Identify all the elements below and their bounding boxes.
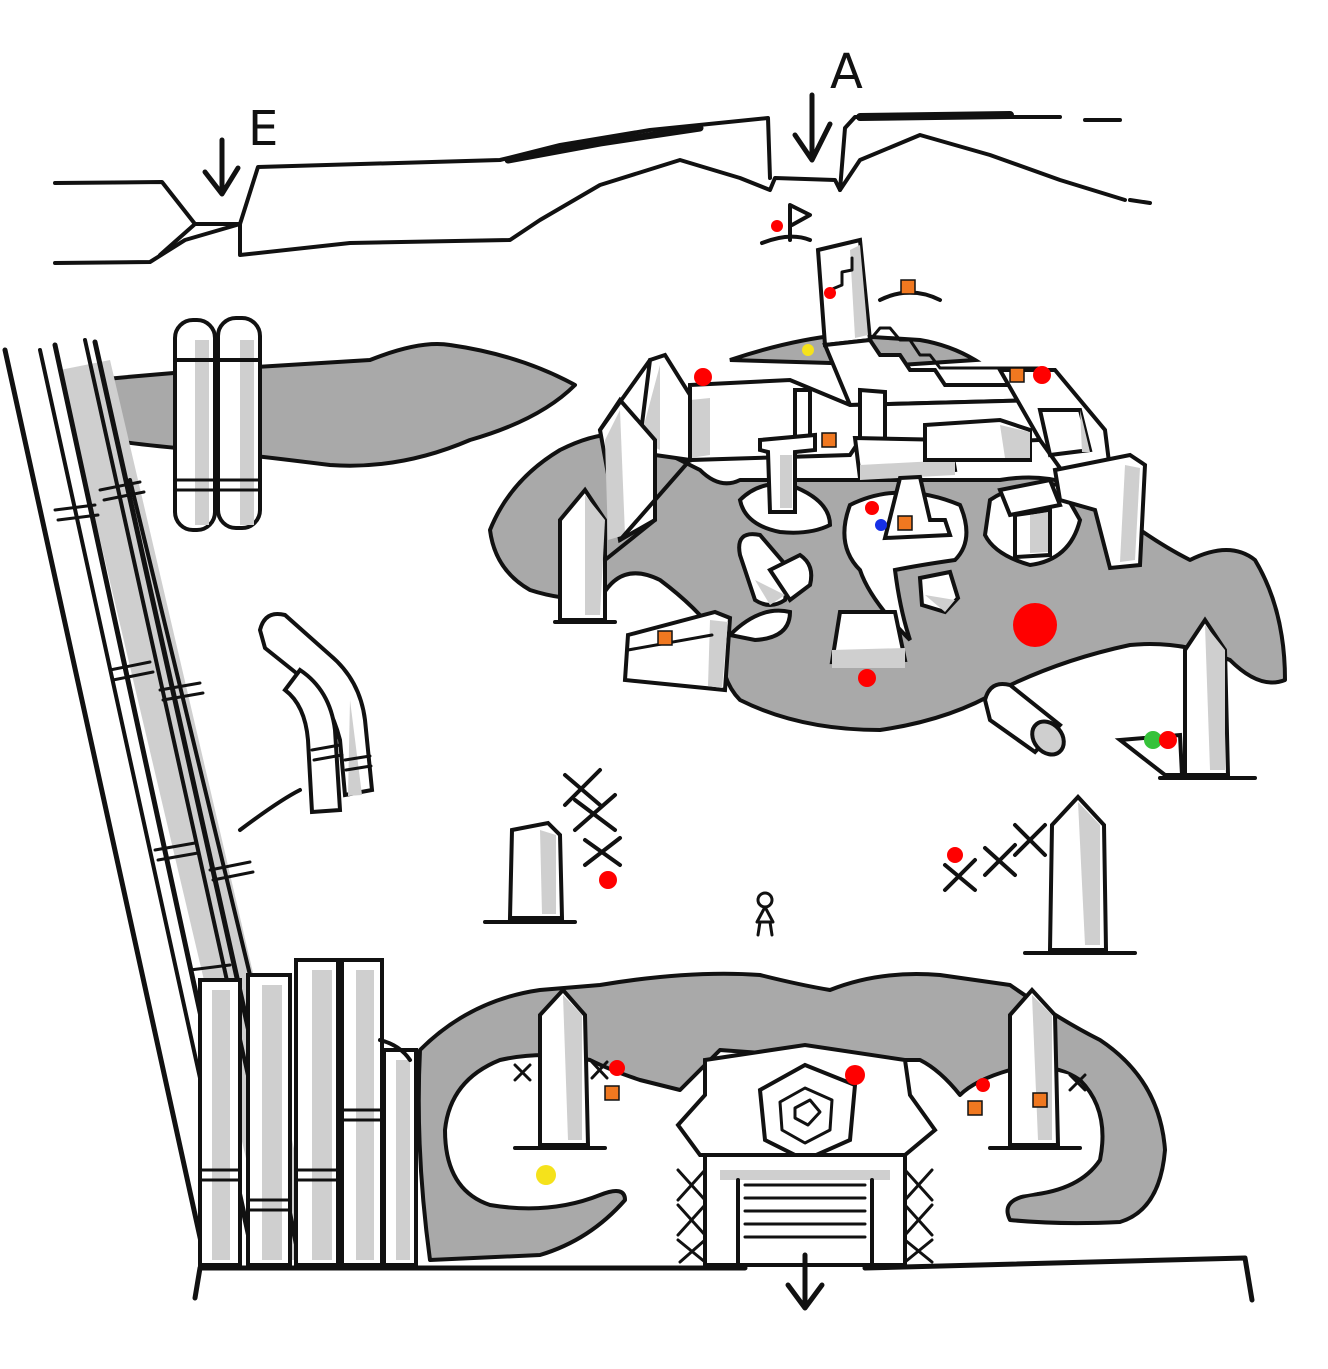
orb-icon[interactable]	[1033, 366, 1051, 384]
orb-icon[interactable]	[947, 847, 963, 863]
vertical-pipes	[198, 958, 418, 1267]
twin-pipes	[173, 316, 262, 532]
cross-barrier-icon	[563, 768, 1047, 892]
entrance-e-label: E	[248, 101, 278, 157]
orb-icon[interactable]	[845, 1065, 865, 1085]
orb-icon[interactable]	[609, 1060, 625, 1076]
left-pipes	[2, 316, 418, 1268]
markers	[536, 220, 1177, 1185]
arrow-down-icon[interactable]	[785, 1252, 825, 1311]
player-figure-icon[interactable]	[755, 891, 775, 937]
orb-icon[interactable]	[865, 501, 879, 515]
orb-icon[interactable]	[599, 871, 617, 889]
orb-icon[interactable]	[1144, 731, 1162, 749]
chest-icon[interactable]	[900, 279, 916, 295]
entrance-a-label: A	[830, 44, 863, 100]
chest-icon[interactable]	[897, 515, 913, 531]
chest-icon[interactable]	[657, 630, 673, 646]
orb-icon[interactable]	[976, 1078, 990, 1092]
chest-icon[interactable]	[821, 432, 837, 448]
castle	[553, 237, 1257, 780]
chest-icon[interactable]	[604, 1085, 620, 1101]
orb-icon[interactable]	[536, 1165, 556, 1185]
orb-icon[interactable]	[875, 519, 887, 531]
orb-icon[interactable]	[802, 344, 814, 356]
top-cliff	[53, 111, 1152, 265]
arrow-down-icon	[792, 92, 833, 163]
orb-icon[interactable]	[824, 287, 836, 299]
arrow-down-icon	[202, 137, 241, 197]
bent-pipe	[257, 612, 375, 815]
middle-field	[483, 794, 1137, 955]
chest-icon[interactable]	[967, 1100, 983, 1116]
orb-icon[interactable]	[1159, 731, 1177, 749]
entrance-e[interactable]: E	[202, 101, 278, 197]
chest-icon[interactable]	[1032, 1092, 1048, 1108]
flag-icon	[760, 203, 812, 245]
entrance-a[interactable]: A	[792, 44, 863, 163]
orb-icon[interactable]	[694, 368, 712, 386]
orb-icon[interactable]	[771, 220, 783, 232]
chest-icon[interactable]	[1009, 367, 1025, 383]
orb-icon[interactable]	[1013, 603, 1057, 647]
orb-icon[interactable]	[858, 669, 876, 687]
